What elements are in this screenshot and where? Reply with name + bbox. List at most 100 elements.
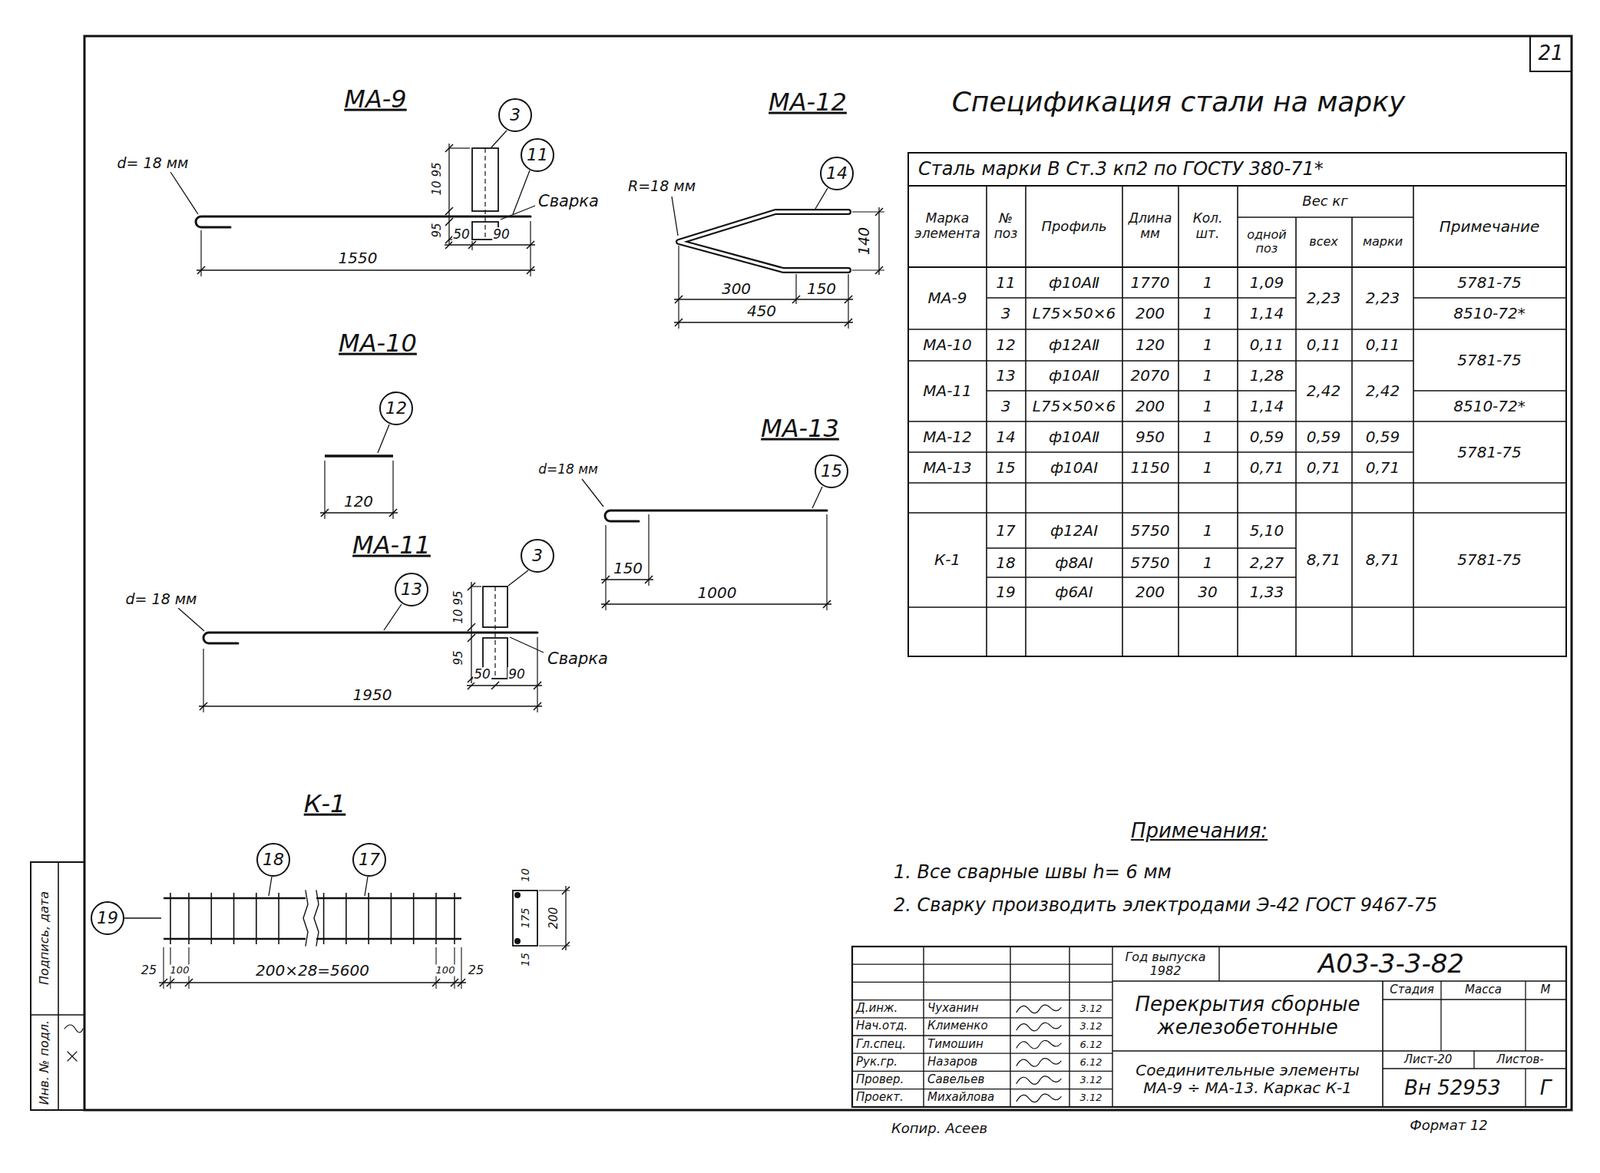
dimension: 25 <box>467 963 485 978</box>
table-cell: 3 <box>1000 397 1012 416</box>
table-cell: 1 <box>1202 336 1214 354</box>
title-block-text: Михайлова <box>926 1090 996 1105</box>
leader-line <box>512 170 530 215</box>
table-cell: Кол. шт. <box>1180 211 1236 242</box>
title-block-text: 6.12 <box>1079 1057 1104 1069</box>
title-block-text: Вн 52953 <box>1403 1077 1502 1101</box>
rebar-bar <box>413 892 415 945</box>
table-line <box>986 482 1296 483</box>
leader-line <box>815 188 828 209</box>
dimension: 10 <box>519 867 532 883</box>
table-cell: 19 <box>995 583 1016 602</box>
table-border <box>908 152 1567 657</box>
table-line <box>986 420 1296 422</box>
table-line <box>1413 606 1567 608</box>
extension-line <box>471 585 482 587</box>
table-cell: 1 <box>1202 304 1214 323</box>
table-cell: Сталь марки В Ст.3 кп2 по ГОСТУ 380-71* <box>917 158 1325 181</box>
dimension: 140 <box>856 226 873 256</box>
dimension: 10 95 <box>430 161 444 197</box>
dimension: Сварка <box>537 191 600 211</box>
leader-line <box>268 876 272 896</box>
dimension-tick <box>561 942 570 950</box>
title-block-line <box>922 946 924 1108</box>
table-line <box>1413 297 1567 298</box>
table-cell: 5,10 <box>1249 522 1286 540</box>
title-block-line <box>1111 946 1113 1108</box>
leader-line <box>508 570 529 586</box>
table-line <box>986 547 1296 549</box>
callout-number: 11 <box>526 146 549 164</box>
table-cell: К-1 <box>933 551 962 569</box>
dimension-line <box>444 244 536 245</box>
dimension-line <box>674 298 853 300</box>
table-cell: 120 <box>1134 336 1166 354</box>
callout-circle: 17 <box>352 842 387 877</box>
dimension: 175 <box>519 907 532 930</box>
title-block-line <box>1068 946 1070 1108</box>
sheet-frame <box>84 36 1572 1111</box>
dimension-line <box>196 269 536 271</box>
table-cell: 1,33 <box>1249 583 1286 602</box>
table-cell: 200 <box>1134 583 1166 602</box>
table-cell: 5781-75 <box>1456 551 1523 569</box>
title-block-text: А03-3-3-82 <box>1317 948 1465 979</box>
leader-line <box>377 424 390 453</box>
table-line <box>1295 512 1414 513</box>
signature-mark <box>1016 1058 1062 1068</box>
dimension-tick <box>601 600 610 609</box>
table-cell: МА-12 <box>922 428 973 447</box>
table-line <box>1413 420 1567 422</box>
dimension-tick <box>445 218 453 226</box>
leader-line <box>124 917 162 919</box>
callout-circle: 13 <box>394 572 429 607</box>
callout-circle: 19 <box>90 901 125 936</box>
table-cell: 2,27 <box>1249 554 1286 572</box>
rebar-bar <box>390 892 393 945</box>
table-cell: № поз <box>987 211 1025 242</box>
dimension-tick <box>526 266 535 275</box>
callout-number: 14 <box>826 165 848 182</box>
dimension-tick <box>467 634 476 642</box>
signature-mark <box>1016 1076 1062 1085</box>
dimension-line <box>674 321 853 323</box>
table-cell: 1 <box>1202 274 1214 292</box>
table-cell: 8,71 <box>1305 551 1343 569</box>
callout-circle: 11 <box>520 138 555 172</box>
dimension: 90 <box>507 667 526 683</box>
table-cell: Вес кг <box>1301 193 1349 210</box>
title-block-line <box>1440 981 1442 1052</box>
dimension-tick <box>561 886 570 895</box>
title-block-line <box>852 1053 1113 1055</box>
rebar-bar <box>345 892 348 945</box>
dimension: 1950 <box>352 686 394 705</box>
table-line <box>908 420 987 422</box>
hidden-line <box>494 586 496 679</box>
hidden-line <box>484 148 486 240</box>
rebar-bar <box>323 892 325 945</box>
table-cell: 0,71 <box>1305 459 1343 477</box>
table-line <box>1295 360 1414 361</box>
signature-mark <box>1016 1004 1062 1014</box>
dimension-tick <box>844 295 853 304</box>
dimension: 95 <box>430 221 444 239</box>
dimension: 90 <box>492 227 511 243</box>
rebar-bar <box>163 938 306 941</box>
table-cell: Профиль <box>1040 218 1108 235</box>
margin-stamp-text: Инв. № подл. <box>37 1019 52 1106</box>
table-cell: 0,59 <box>1365 428 1402 447</box>
dimension-line <box>878 207 880 275</box>
table-cell: 15 <box>995 459 1016 477</box>
part-mark: МА-10 <box>337 329 418 358</box>
title-block-text: 3.12 <box>1079 1021 1104 1033</box>
table-line <box>1295 482 1414 483</box>
title-block-text: 3.12 <box>1079 1092 1104 1105</box>
leader-line <box>581 479 604 507</box>
table-cell: 5781-75 <box>1456 351 1523 370</box>
dimension-tick <box>467 681 476 690</box>
title-block-line <box>852 981 1113 983</box>
dimension-tick <box>457 978 466 987</box>
table-cell: 30 <box>1196 583 1218 602</box>
rebar-bar <box>367 892 370 945</box>
title-block-text: 6.12 <box>1079 1039 1104 1052</box>
